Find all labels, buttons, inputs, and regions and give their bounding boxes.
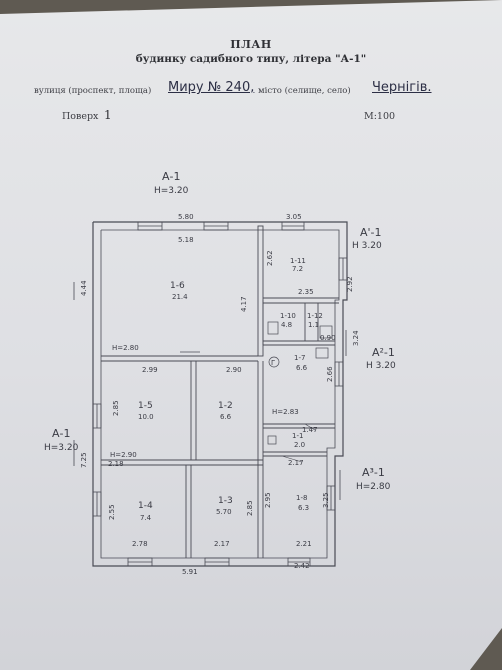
street-value: Миру № 240,: [168, 80, 255, 95]
section-height-a1-top: Н=3.20: [154, 186, 189, 196]
room-id: 1-5: [138, 401, 153, 411]
dimension-label: 5.91: [182, 568, 198, 576]
city-label: місто (селище, село): [258, 86, 351, 96]
dimension-label: 2.85: [112, 400, 120, 416]
room-area: 7.4: [140, 514, 152, 522]
room-id: 1-10: [280, 312, 296, 320]
room-area: 7.2: [292, 265, 303, 273]
dimension-label: 2.85: [246, 500, 254, 516]
gas-symbol: Г: [271, 359, 275, 367]
section-height-a3: Н=2.80: [356, 482, 391, 492]
outer-wall-main: [92, 221, 348, 567]
dimension-label: 2.99: [142, 366, 158, 374]
room-id: 1-2: [218, 401, 233, 411]
room-area: 10.0: [138, 413, 154, 421]
floor-label: Поверх: [62, 111, 99, 122]
city-value: Чернігів.: [372, 80, 432, 95]
room-id: 1-11: [290, 257, 306, 265]
windows: [92, 221, 348, 567]
fixtures: [180, 321, 333, 445]
dimension-label: 2.95: [264, 492, 272, 508]
room-area: 21.4: [172, 293, 188, 301]
room-id: 1-1: [292, 432, 303, 440]
floor-value: 1: [104, 108, 112, 122]
section-height-a2: Н 3.20: [366, 361, 396, 371]
room-id: 1-4: [138, 501, 153, 511]
dimension-label: 2.18: [108, 460, 124, 468]
dimension-label: 5.80: [178, 213, 194, 221]
dimension-label: 3.24: [352, 330, 360, 346]
room-area: 2.0: [294, 441, 305, 449]
room-id: 1-3: [218, 496, 233, 506]
dimension-label: 2.78: [132, 540, 148, 548]
interior-walls: [101, 225, 339, 558]
room-area: 4.8: [281, 321, 292, 329]
dimension-label: 0.90: [320, 334, 336, 342]
dimension-label: 2.55: [108, 504, 116, 520]
height-label: Н=2.90: [110, 451, 137, 459]
plan-subtitle: будинку садибного типу, літера "А-1": [135, 53, 367, 65]
dimension-label: 3.05: [286, 213, 302, 221]
section-height-a1-left: Н=3.20: [44, 443, 79, 453]
height-label: Н=2.80: [112, 344, 139, 352]
dimension-label: 2.35: [298, 288, 314, 296]
dimension-label: 2.21: [296, 540, 312, 548]
dimension-label: 2.17: [288, 459, 304, 467]
dimension-label: 2.17: [214, 540, 230, 548]
street-label: вулиця (проспект, площа): [34, 86, 152, 96]
height-label: Н=2.83: [272, 408, 299, 416]
section-label-a1-top: А-1: [162, 170, 181, 183]
room-id: 1-6: [170, 281, 185, 291]
section-markers: [73, 282, 347, 500]
dimension-label: 5.18: [178, 236, 194, 244]
leader-lines: [281, 423, 316, 463]
section-label-a3: А³-1: [362, 466, 385, 479]
dimension-label: 4.44: [80, 280, 88, 296]
dimension-label: 2.42: [294, 562, 310, 570]
room-area: 1.1: [308, 321, 319, 329]
dimension-label: 2.92: [346, 276, 354, 292]
room-area: 6.6: [220, 413, 232, 421]
dimension-label: 2.90: [226, 366, 242, 374]
room-id: 1-7: [294, 354, 305, 362]
room-area: 5.70: [216, 508, 232, 516]
dimension-label: 3.25: [322, 492, 330, 508]
dimension-label: 1.47: [302, 426, 318, 434]
dimension-label: 7.25: [80, 452, 88, 468]
dimension-label: 4.17: [240, 296, 248, 312]
section-label-a2: А²-1: [372, 346, 395, 359]
room-area: 6.3: [298, 504, 309, 512]
room-id: 1-12: [307, 312, 323, 320]
scale-label: М:100: [364, 111, 396, 122]
dimension-label: 2.66: [326, 366, 334, 382]
dimension-label: 2.62: [266, 250, 274, 266]
room-id: 1-8: [296, 494, 307, 502]
plan-title: ПЛАН: [230, 38, 272, 51]
room-area: 6.6: [296, 364, 308, 372]
section-height-a1-prime: Н 3.20: [352, 241, 382, 251]
section-label-a1-left: А-1: [52, 427, 71, 440]
section-label-a1-prime: А'-1: [360, 226, 382, 239]
